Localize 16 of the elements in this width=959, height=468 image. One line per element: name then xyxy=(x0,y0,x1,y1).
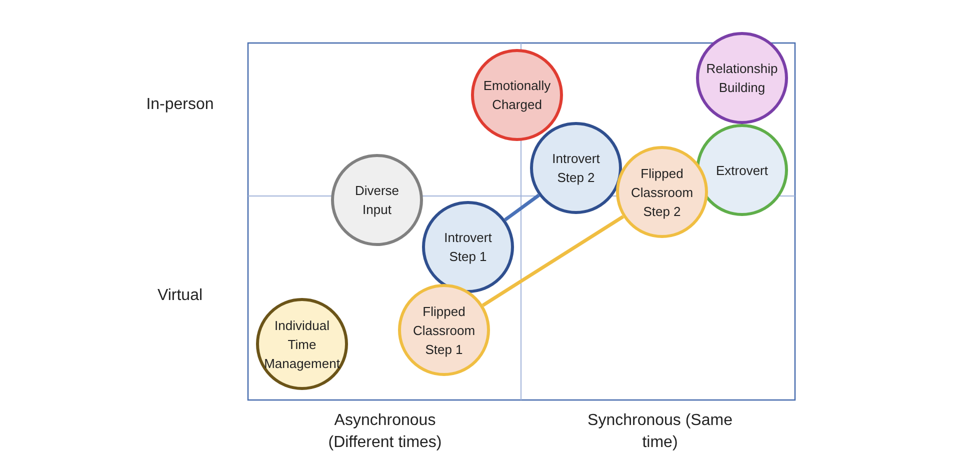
circle-label: Emotionally Charged xyxy=(482,77,552,114)
connector-line xyxy=(504,194,540,222)
connector-line xyxy=(482,215,624,307)
circle-label: Diverse Input xyxy=(354,182,400,219)
circle-label: Introvert Step 1 xyxy=(443,229,493,266)
circle-label: Flipped Classroom Step 1 xyxy=(412,302,476,358)
circle-label: Individual Time Management xyxy=(263,316,341,372)
category-circle xyxy=(422,201,514,293)
circle-label: Introvert Step 2 xyxy=(551,150,601,187)
column-axis-label: Asynchronous (Different times) xyxy=(327,411,443,453)
circle-label: Relationship Building xyxy=(705,60,779,97)
circle-label: Extrovert xyxy=(714,162,769,180)
row-axis-label: Virtual xyxy=(156,286,204,306)
column-axis-label: Synchronous (Same time) xyxy=(586,411,734,453)
row-axis-label: In-person xyxy=(145,95,215,115)
circle-label: Flipped Classroom Step 2 xyxy=(630,164,694,220)
